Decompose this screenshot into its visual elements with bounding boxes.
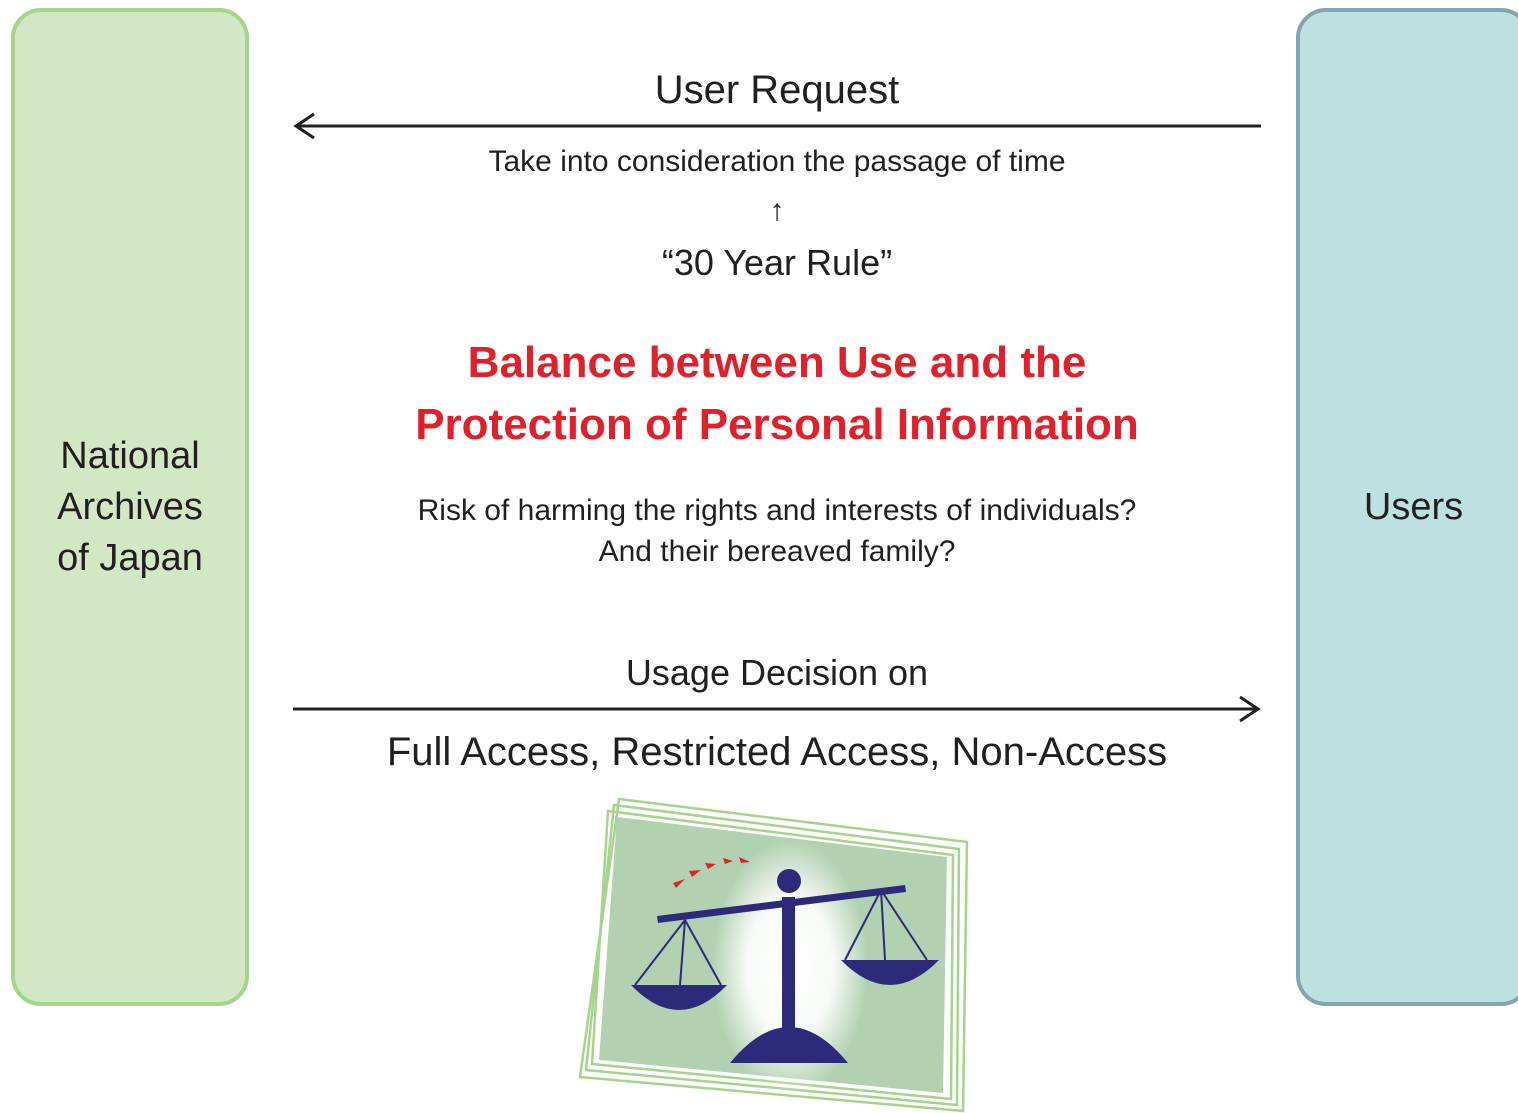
usage-decision-label: Usage Decision on: [625, 652, 929, 693]
thirty-year-rule-text: “30 Year Rule”: [661, 242, 893, 283]
users-box: Users: [1296, 8, 1518, 1006]
balance-scale-icon: [578, 797, 969, 1113]
scale-body: [631, 869, 939, 1063]
risk-question-line-2: And their bereaved family?: [598, 535, 956, 568]
up-arrow-glyph: ↑: [769, 194, 785, 227]
usage-decision-arrow: [293, 695, 1261, 723]
headline-line-2: Protection of Personal Information: [415, 400, 1139, 449]
national-archives-box: National Archives of Japan: [11, 8, 249, 1006]
picture-frame: [578, 797, 969, 1113]
users-label: Users: [1363, 485, 1464, 528]
national-archives-line-2: Archives: [57, 485, 203, 528]
passage-of-time-text: Take into consideration the passage of t…: [488, 145, 1066, 178]
risk-question: Risk of harming the rights and interests…: [250, 490, 1304, 572]
risk-question-line-1: Risk of harming the rights and interests…: [417, 494, 1137, 527]
national-archives-line-1: National: [60, 434, 200, 477]
headline-line-1: Balance between Use and the: [467, 338, 1087, 387]
national-archives-line-3: of Japan: [57, 536, 203, 579]
national-archives-label: National Archives of Japan: [57, 431, 203, 584]
user-request-label: User Request: [654, 68, 900, 112]
user-request-arrow: [293, 112, 1261, 140]
balance-headline: Balance between Use and the Protection o…: [250, 332, 1304, 456]
access-options-text: Full Access, Restricted Access, Non-Acce…: [386, 730, 1168, 774]
motion-marks-icon: [673, 857, 750, 888]
